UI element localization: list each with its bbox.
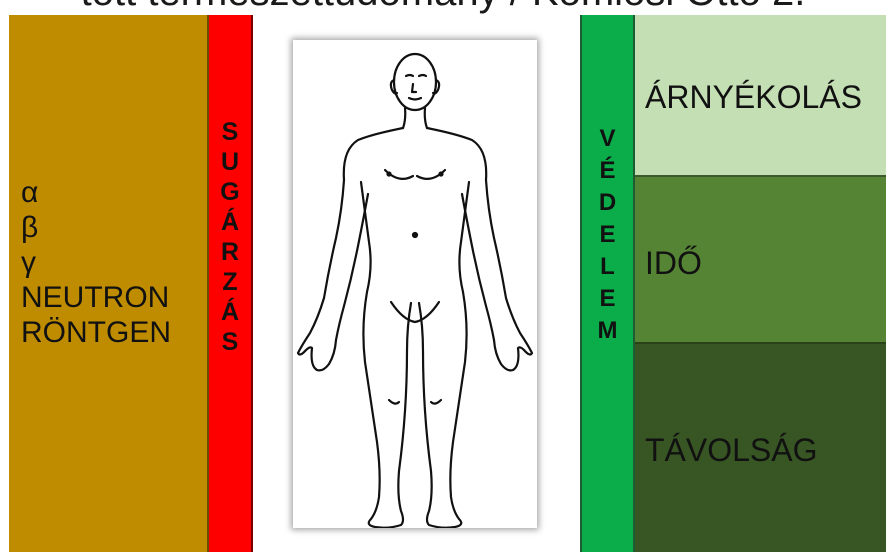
protection-column: V É D E L E M: [580, 15, 635, 552]
protection-letter: E: [582, 219, 633, 251]
human-body-outline: [293, 40, 537, 528]
body-figure-area: [253, 15, 580, 552]
radiation-letter: U: [209, 147, 251, 177]
radiation-letter: R: [209, 237, 251, 267]
radiation-type-neutron: NEUTRON: [21, 280, 171, 315]
radiation-letter: G: [209, 177, 251, 207]
radiation-types-list: α β γ NEUTRON RÖNTGEN: [21, 175, 171, 350]
radiation-type-gamma: γ: [21, 245, 171, 280]
radiation-letter: S: [209, 117, 251, 147]
protection-letter: L: [582, 251, 633, 283]
protection-letter: É: [582, 155, 633, 187]
protection-vertical-label: V É D E L E M: [582, 123, 633, 347]
radiation-types-panel: α β γ NEUTRON RÖNTGEN: [9, 15, 209, 552]
radiation-letter: S: [209, 327, 251, 357]
protection-letter: V: [582, 123, 633, 155]
method-time-panel: IDŐ: [635, 177, 886, 344]
radiation-type-alpha: α: [21, 175, 171, 210]
page-title: tott természettudomány / Komlósi Ottó 2.: [0, 0, 886, 14]
radiation-letter: Z: [209, 267, 251, 297]
method-shielding-panel: ÁRNYÉKOLÁS: [635, 15, 886, 177]
radiation-type-beta: β: [21, 210, 171, 245]
protection-letter: E: [582, 283, 633, 315]
method-shielding-label: ÁRNYÉKOLÁS: [645, 79, 862, 116]
radiation-column: S U G Á R Z Á S: [209, 15, 253, 552]
protection-letter: M: [582, 315, 633, 347]
radiation-letter: Á: [209, 207, 251, 237]
radiation-type-xray: RÖNTGEN: [21, 315, 171, 350]
radiation-vertical-label: S U G Á R Z Á S: [209, 117, 251, 357]
radiation-letter: Á: [209, 297, 251, 327]
protection-letter: D: [582, 187, 633, 219]
method-distance-panel: TÁVOLSÁG: [635, 344, 886, 552]
method-time-label: IDŐ: [645, 245, 702, 282]
method-distance-label: TÁVOLSÁG: [645, 432, 818, 469]
human-body-figure: [293, 40, 537, 528]
